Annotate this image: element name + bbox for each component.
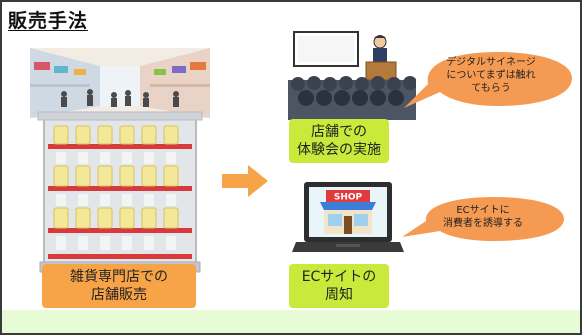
ec-speech-bubble: ECサイトに 消費者を誘導する (396, 195, 566, 243)
signage-bubble-line1: デジタルサイネージ (446, 57, 536, 68)
store-sales-label-line2: 店舗販売 (91, 287, 147, 303)
speech-bubble-shape (402, 197, 564, 241)
ec-bubble-line1: ECサイトに (456, 205, 510, 216)
store-shelf-icon (30, 48, 210, 273)
slide-title: 販売手法 (8, 10, 89, 32)
presentation-seminar-icon (288, 31, 416, 120)
store-sales-label-line1: 雑貨専門店での (70, 269, 168, 285)
ec-bubble-line2: 消費者を誘導する (443, 218, 523, 229)
ec-bubble-text: ECサイトに 消費者を誘導する (398, 204, 568, 230)
store-sales-label: 雑貨専門店での 店舗販売 (42, 264, 196, 308)
in-store-experience-label-line2: 体験会の実施 (297, 142, 381, 158)
arrow-right-icon (222, 165, 268, 197)
shop-sign-text: SHOP (334, 193, 363, 203)
signage-bubble-text: デジタルサイネージ についてまずは触れ てもらう (404, 56, 578, 95)
bottom-band (2, 310, 580, 333)
signage-bubble-line3: てもらう (471, 83, 511, 94)
ec-site-promotion-label-line1: ECサイトの (301, 269, 377, 285)
signage-bubble-line2: についてまずは触れ (446, 70, 536, 81)
ec-site-promotion-label: ECサイトの 周知 (289, 264, 389, 308)
speech-bubble-shape (404, 52, 572, 108)
ec-site-promotion-label-line2: 周知 (325, 287, 353, 303)
in-store-experience-label: 店舗での 体験会の実施 (289, 119, 389, 163)
signage-speech-bubble: デジタルサイネージ についてまずは触れ てもらう (400, 50, 574, 108)
in-store-experience-label-line1: 店舗での (311, 124, 367, 140)
laptop-shop-icon: SHOP (292, 182, 404, 252)
